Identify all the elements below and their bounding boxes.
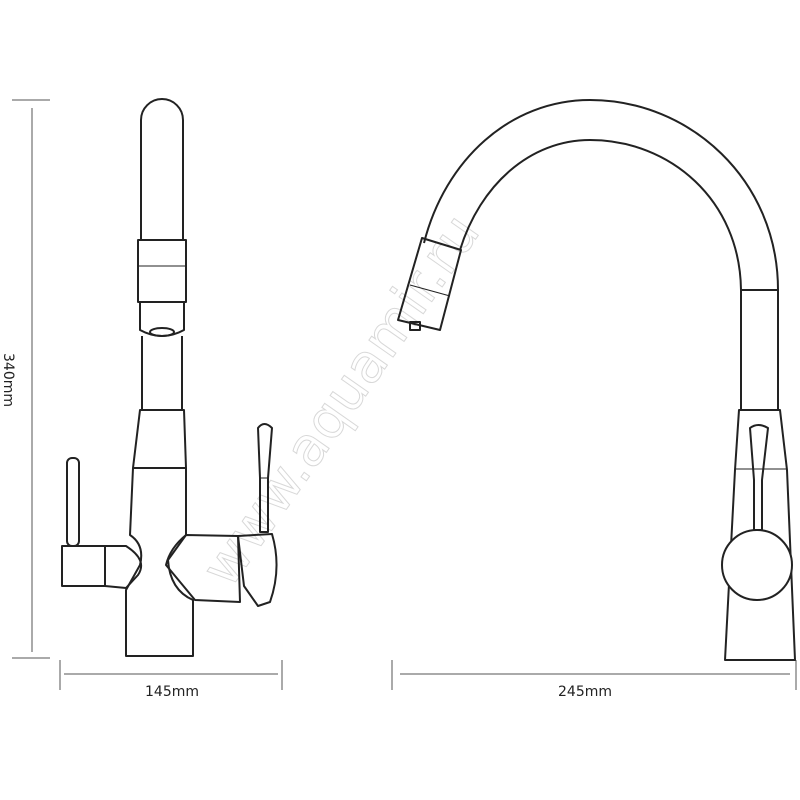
front-width-label: 145mm [145,684,199,700]
faucet-side-view [397,99,796,661]
side-width-dimension: 245mm [391,660,797,700]
height-label: 340mm [0,353,16,407]
faucet-front-view [61,98,278,657]
side-width-label: 245mm [558,684,612,700]
watermark: www.aquamir.ru [189,203,492,598]
height-dimension: 340mm [0,99,50,659]
front-width-dimension: 145mm [59,660,283,700]
